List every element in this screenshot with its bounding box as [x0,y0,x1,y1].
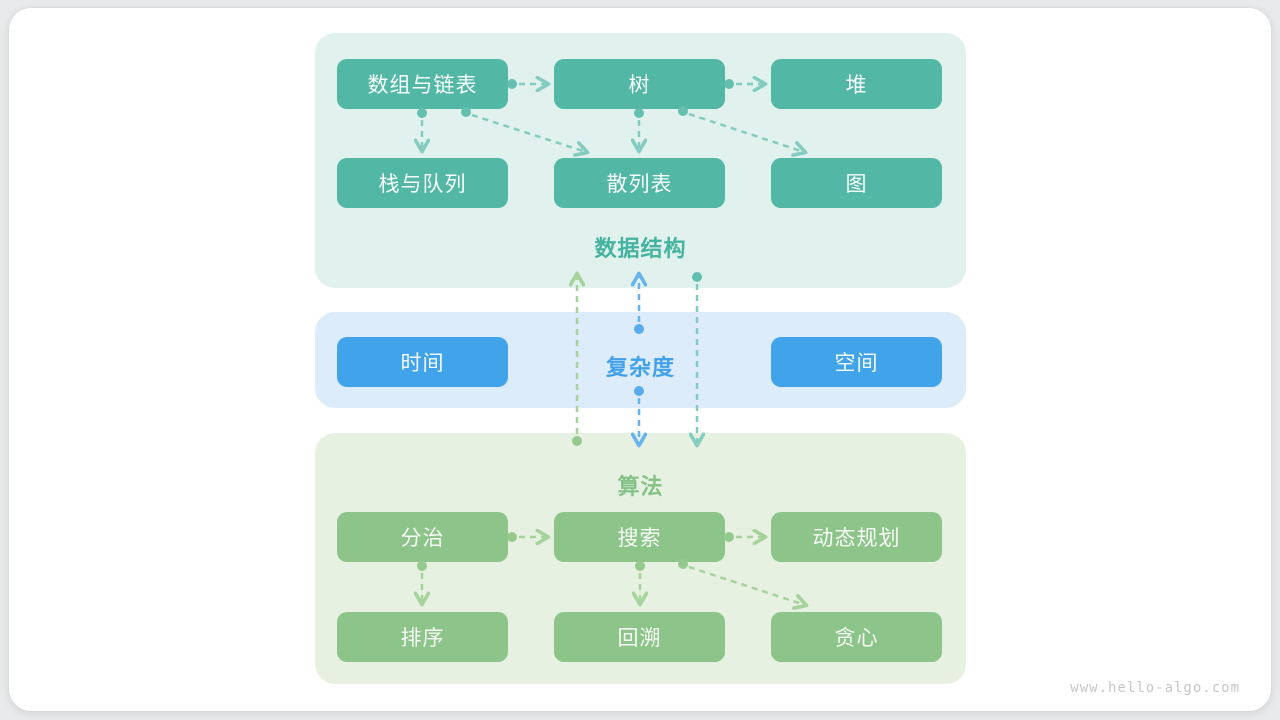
box-space: 空间 [771,337,942,387]
box-time: 时间 [337,337,508,387]
box-heap: 堆 [771,59,942,109]
data-structures-label: 数据结构 [594,236,687,261]
algorithms-label: 算法 [617,474,664,499]
box-backtracking: 回溯 [554,612,725,662]
complexity-label: 复杂度 [605,355,675,380]
box-hash-table: 散列表 [554,158,725,208]
box-array-linked-list: 数组与链表 [337,59,508,109]
box-graph: 图 [771,158,942,208]
box-greedy: 贪心 [771,612,942,662]
box-tree: 树 [554,59,725,109]
box-stack-queue: 栈与队列 [337,158,508,208]
box-dynamic-programming: 动态规划 [771,512,942,562]
box-search: 搜索 [554,512,725,562]
site-watermark: www.hello-algo.com [1070,680,1240,696]
box-sorting: 排序 [337,612,508,662]
box-divide-conquer: 分治 [337,512,508,562]
